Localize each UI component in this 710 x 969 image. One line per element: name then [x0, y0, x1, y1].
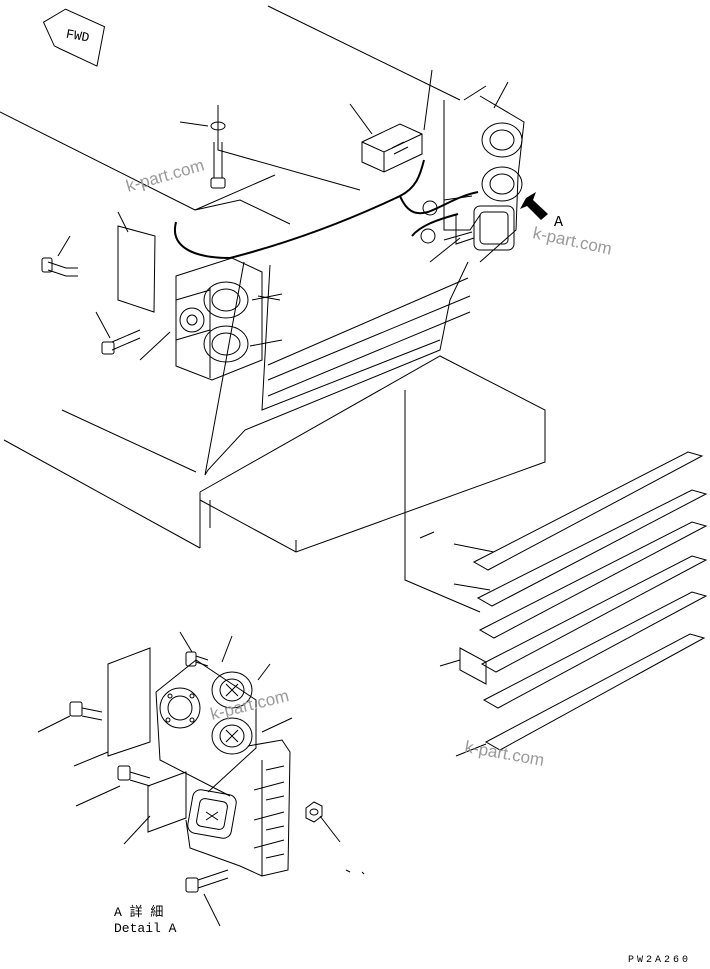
- bolt-icon: [101, 329, 141, 355]
- detail-a-assembly: [37, 631, 365, 927]
- fwd-arrow-icon: [42, 8, 106, 67]
- detail-title-jp: A 詳 細: [114, 904, 163, 920]
- parts-strips: [419, 451, 708, 757]
- bolt-icon: [41, 257, 78, 277]
- bolt-icon: [117, 765, 151, 787]
- rear-lamp-left: [175, 257, 263, 381]
- drawing-code: PW2A260: [628, 955, 691, 964]
- washer-icon: [210, 121, 226, 131]
- bolt-icon: [210, 142, 226, 189]
- bolt-icon: [69, 701, 103, 721]
- machine-rear-assembly: [0, 5, 546, 613]
- watermark: k-part.com: [463, 737, 545, 770]
- watermark: k-part.com: [531, 223, 613, 258]
- nut-icon: [305, 801, 323, 823]
- bolt-icon: [185, 869, 229, 893]
- rear-lamp-right: [443, 122, 523, 251]
- view-arrow-icon: [520, 192, 548, 220]
- bolt-icon: [185, 651, 209, 667]
- relay-box: [361, 123, 423, 173]
- view-label: A: [554, 214, 563, 231]
- detail-title-en: Detail A: [114, 921, 177, 936]
- watermark: k-part.com: [124, 155, 206, 195]
- watermark: k-part.com: [208, 686, 291, 724]
- fwd-label: FWD: [65, 27, 91, 46]
